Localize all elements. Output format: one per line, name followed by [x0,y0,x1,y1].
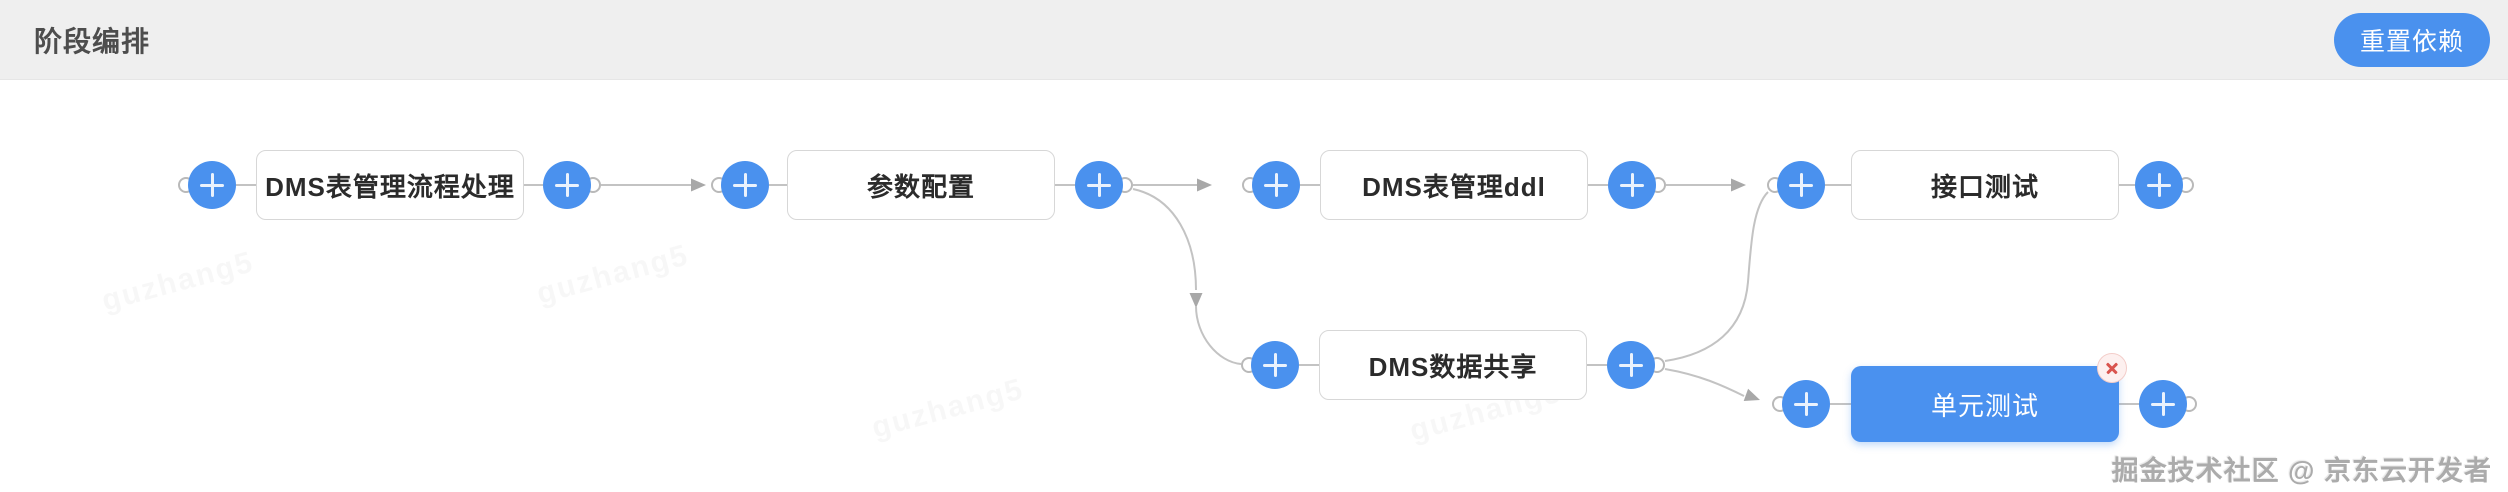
plus-icon [1777,161,1825,209]
stage-node-unit-test[interactable]: 单元测试 [1851,366,2119,442]
add-stage-button[interactable] [1251,341,1299,389]
add-stage-button[interactable] [188,161,236,209]
edge-share-to-api[interactable] [1664,191,1769,362]
add-stage-button[interactable] [2139,380,2187,428]
stage-node-dms-process[interactable]: DMS表管理流程处理 [256,150,524,220]
arrowhead-icon [1731,178,1746,192]
plus-icon [1607,341,1655,389]
page-title: 阶段编排 [34,25,151,57]
stage-node-api-test[interactable]: 接口测试 [1851,150,2119,220]
add-stage-button[interactable] [1608,161,1656,209]
arrowhead-icon [1189,293,1203,308]
delete-node-button[interactable] [2097,353,2127,383]
add-stage-button[interactable] [543,161,591,209]
stage-node-param-config[interactable]: 参数配置 [787,150,1055,220]
plus-icon [543,161,591,209]
add-stage-button[interactable] [721,161,769,209]
arrowhead-icon [691,178,706,192]
edge-param-to-share[interactable] [1132,188,1197,291]
edge-param-to-share-tail[interactable] [1195,305,1242,365]
plus-icon [2135,161,2183,209]
plus-icon [1075,161,1123,209]
plus-icon [1608,161,1656,209]
plus-icon [1251,341,1299,389]
plus-icon [1252,161,1300,209]
add-stage-button[interactable] [1782,380,1830,428]
panel-header: 阶段编排 重置依赖 [0,0,2508,80]
add-stage-button[interactable] [1252,161,1300,209]
edge-share-to-unit[interactable] [1664,368,1745,397]
reset-dependencies-button[interactable]: 重置依赖 [2333,12,2490,67]
add-stage-button[interactable] [1607,341,1655,389]
arrowhead-icon [1743,388,1760,401]
stage-node-dms-ddl[interactable]: DMS表管理ddl [1320,150,1588,220]
add-stage-button[interactable] [1777,161,1825,209]
plus-icon [1782,380,1830,428]
arrowhead-icon [1197,178,1212,192]
stage-node-dms-share[interactable]: DMS数据共享 [1319,330,1587,400]
add-stage-button[interactable] [1075,161,1123,209]
plus-icon [2139,380,2187,428]
close-icon [2098,354,2126,382]
plus-icon [721,161,769,209]
add-stage-button[interactable] [2135,161,2183,209]
plus-icon [188,161,236,209]
